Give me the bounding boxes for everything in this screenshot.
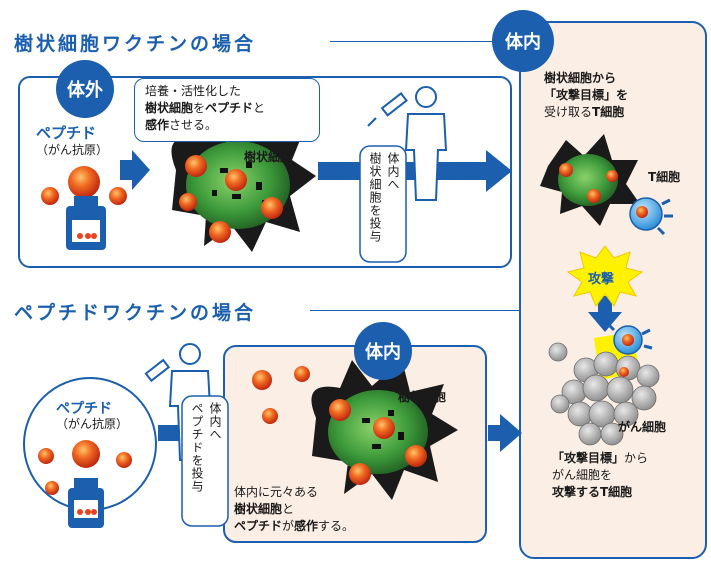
peptide-sub-bottom: （がん抗原） [56,417,129,431]
invivo-note-line1: 体内に元々ある [234,485,319,499]
free-peptides-invivo [252,366,310,424]
attack-starburst [566,245,644,307]
admin-text-top-a: 体内へ [386,152,400,191]
ex-vivo-panel [18,76,512,268]
body-bottom-caption: 「攻撃目標」から がん細胞を 攻撃するT細胞 [552,450,648,501]
arrow-head-top [486,150,512,192]
peptide-heading-rule [310,310,520,311]
syringe-top [367,92,408,127]
culture-line2: 樹状細胞をペプチドと [145,101,266,115]
peptide-sub-top: （がん抗原） [36,143,109,157]
peptides-top [41,166,127,205]
body-top-line1: 樹状細胞から [544,71,617,85]
body-bottom-line2: がん細胞を [552,468,613,482]
admin-text-top-b: 樹状細胞を投与 [368,152,382,243]
peptide-label-bottom: ペプチド [56,401,112,417]
peptide-label-top: ペプチド [36,124,97,142]
admin-callout-top [359,145,407,263]
vial-top [66,196,106,250]
t-cell-label: T細胞 [648,170,681,184]
admin-text-bottom-a: 体内へ [208,402,222,441]
peptides-bottom [38,440,132,495]
culture-line3: 感作させる。 [145,118,218,132]
culture-line1: 培養・活性化した [145,84,242,98]
admin-text-bottom-b: ペプチドを投与 [190,402,204,493]
attack-label: 攻撃 [588,272,615,287]
body-top-caption: 樹状細胞から 「攻撃目標」を 受け取るT細胞 [544,70,628,121]
admin-callout-bottom [181,395,229,527]
body-top-line3: 受け取るT細胞 [544,105,625,119]
invivo-note: 体内に元々ある 樹状細胞と ペプチドが感作する。 [234,484,354,535]
dendritic-cell-bottom [311,360,458,500]
in-vivo-label-peptide: 体内 [354,322,412,380]
syringe-bottom [144,358,171,383]
t-cell-body [629,197,673,236]
arrow-head-bottom-right [500,414,522,452]
dendritic-cell-top [171,112,316,252]
dendritic-heading-rule [330,41,495,42]
dendritic-cell-label-bottom: 樹状細胞 [398,390,447,404]
arrow-peptide-to-cell-top [120,150,150,190]
dendritic-vaccine-heading: 樹状細胞ワクチンの場合 [14,33,257,55]
invivo-note-line2: 樹状細胞と [234,502,295,516]
person-top [404,86,448,201]
dendritic-cell-label-top: 樹状細胞 [244,150,293,164]
cancer-cluster [548,322,660,446]
arrow-attack-head [588,312,622,332]
ex-vivo-label: 体外 [56,60,114,118]
body-bottom-line3: 攻撃するT細胞 [552,485,633,499]
dendritic-cell-body [540,134,640,226]
cancer-cell-label: がん細胞 [618,420,667,434]
culture-bubble: 培養・活性化した 樹状細胞をペプチドと 感作させる。 [134,78,320,142]
body-bottom-line1: 「攻撃目標」から [552,451,649,465]
peptide-vaccine-heading: ペプチドワクチンの場合 [14,302,257,324]
arrow-bar-bottom-right [488,425,502,441]
invivo-note-line3: ペプチドが感作する。 [234,519,355,533]
body-label: 体内 [492,10,554,72]
vial-bottom [68,478,104,528]
body-top-line2: 「攻撃目標」を [544,88,629,102]
